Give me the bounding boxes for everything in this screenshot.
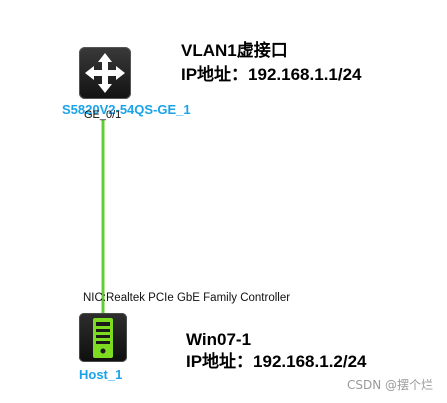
pc-tower-icon [93,318,113,358]
host-name-note: Win07-1 [186,330,252,349]
host-nic-label: NIC:Realtek PCIe GbE Family Controller [83,292,291,304]
host-device[interactable] [79,313,127,362]
host-name-label: Host_1 [79,367,123,382]
switch-ip-note: IP地址：192.168.1.1/24 [181,65,362,84]
switch-name-label: S5820V2-54QS-GE_1 [62,102,191,117]
switch-vlan-note: VLAN1虚接口 [181,41,288,60]
switch-device[interactable] [79,47,131,99]
switch-port-label: GE_0/1 [84,109,122,121]
switch-arrows-icon [85,53,125,93]
watermark-text: CSDN @摆个烂 [346,378,433,392]
host-ip-note: IP地址：192.168.1.2/24 [186,352,367,371]
